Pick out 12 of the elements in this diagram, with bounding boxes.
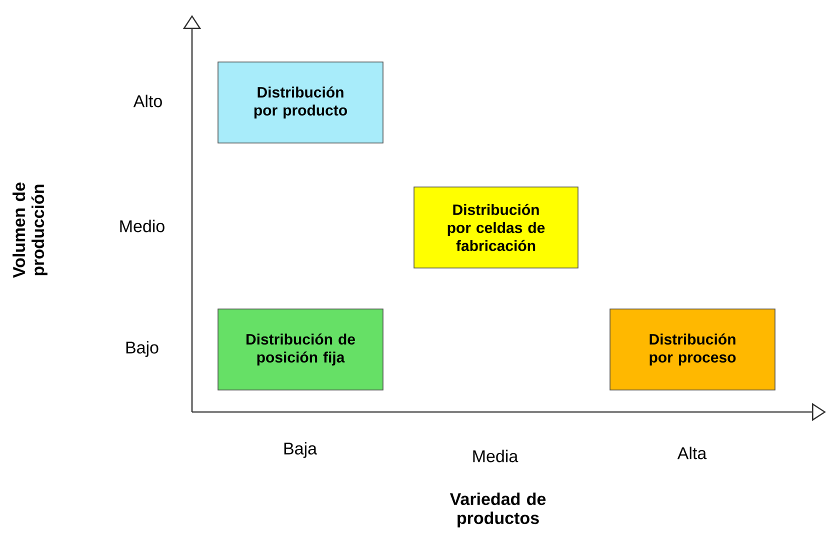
tick-label: Alta bbox=[677, 446, 707, 460]
quadrant-box: Distribución por proceso bbox=[610, 308, 776, 390]
tick-label: Media bbox=[473, 450, 518, 462]
tick-label: Bajo bbox=[126, 341, 158, 357]
axis-title: Volumen de producción bbox=[12, 182, 48, 278]
quadrant-box: Distribución de posición fija bbox=[218, 308, 384, 390]
tick-label: Medio bbox=[120, 220, 164, 232]
quadrant-box: Distribución por producto bbox=[218, 62, 384, 144]
tick-label: Alto bbox=[133, 94, 162, 108]
tick-label: Baja bbox=[284, 442, 318, 458]
axis-title: Variedad de productos bbox=[450, 492, 546, 528]
quadrant-box: Distribución por celdas de fabricación bbox=[414, 186, 578, 268]
